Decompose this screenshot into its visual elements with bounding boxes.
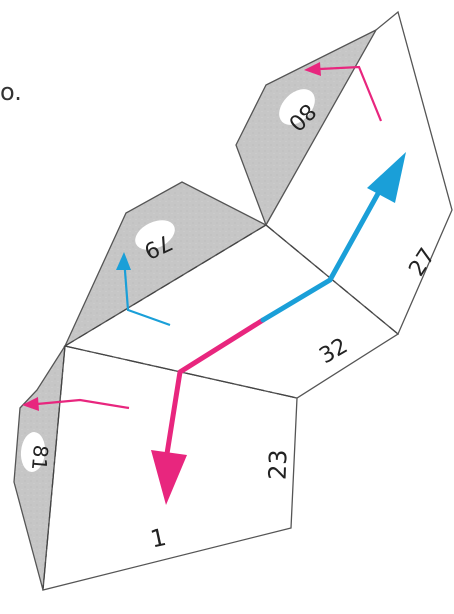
magenta-flap-arrow-top — [319, 65, 383, 122]
magenta-path — [163, 317, 266, 463]
magenta-arrowhead — [151, 450, 187, 505]
cyan-flap-arrowhead — [116, 252, 131, 270]
label-81-bg — [20, 432, 46, 472]
label-81: 81 — [27, 444, 53, 471]
cyan-path — [260, 187, 383, 323]
cyan-arrowhead — [367, 152, 406, 203]
label-80-bg — [279, 89, 315, 125]
fold-line-dashdot-left — [42, 345, 66, 591]
fold-line-dashed-mid — [64, 224, 267, 347]
magenta-flap-arrowhead-top — [304, 62, 321, 76]
label-1: 1 — [148, 523, 169, 554]
label-79-bg — [135, 220, 175, 250]
face-right — [265, 10, 453, 336]
label-23: 23 — [263, 449, 292, 481]
cyan-flap-arrow — [122, 257, 171, 327]
magenta-flap-arrowhead-left — [22, 397, 39, 411]
magenta-flap-arrow-left — [36, 398, 130, 410]
caption-fragment: o. — [0, 78, 22, 106]
